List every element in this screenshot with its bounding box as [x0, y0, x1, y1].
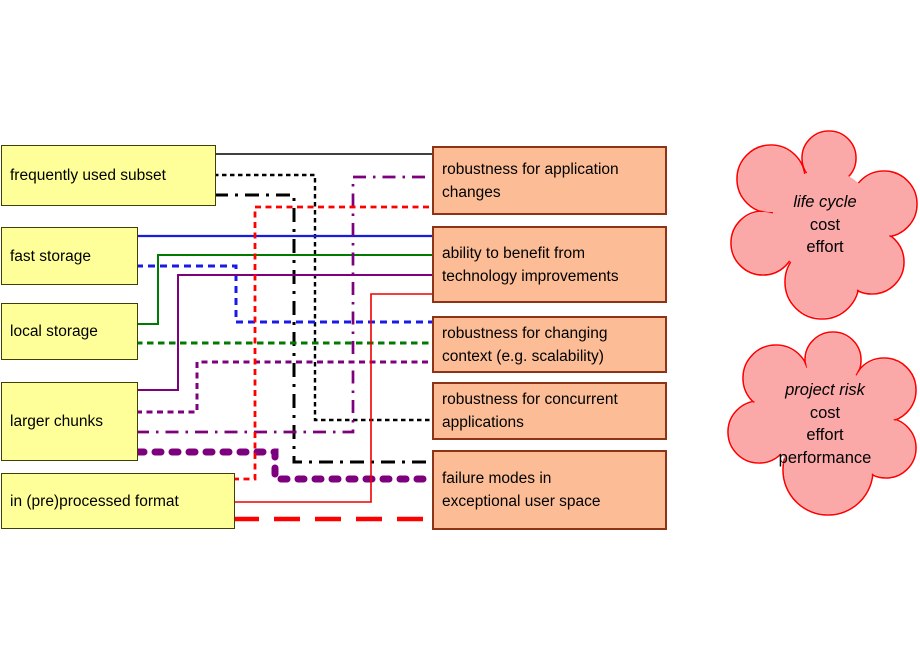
right-box-label: robustness for application changes: [442, 160, 619, 201]
right-box-label: robustness for concurrent applications: [442, 391, 618, 431]
right-box-label: failure modes in exceptional user space: [442, 470, 601, 510]
left-box-local-storage: local storage: [1, 303, 138, 360]
left-box-frequently-used-subset: frequently used subset: [1, 145, 216, 206]
conn-preprocessed-to-app-changes: [233, 205, 434, 481]
conn-larger-chunks-to-failure-modes: [134, 448, 438, 483]
right-box-concurrent-applications: robustness for concurrent applications: [432, 382, 667, 440]
cloud-title: life cycle: [793, 193, 857, 211]
right-box-technology-improvements: ability to benefit from technology impro…: [432, 226, 667, 303]
left-box-label: fast storage: [10, 247, 91, 265]
conn-local-storage-to-technology: [136, 254, 434, 325]
cloud-title: project risk: [785, 381, 865, 399]
cloud-item: performance: [778, 448, 872, 467]
conn-preprocessed-to-technology: [233, 293, 434, 503]
right-box-changing-context: robustness for changing context (e.g. sc…: [432, 316, 667, 373]
left-box-larger-chunks: larger chunks: [1, 382, 138, 461]
right-box-label: robustness for changing context (e.g. sc…: [442, 324, 608, 365]
conn-frequent-subset-to-failure-modes: [214, 193, 434, 464]
cloud-shape-life-cycle: [730, 130, 918, 320]
left-box-label: frequently used subset: [10, 167, 166, 184]
cloud-project-risk-text: project risk cost effort performance: [740, 379, 910, 469]
left-box-fast-storage: fast storage: [1, 227, 138, 285]
cloud-item: effort: [806, 238, 844, 256]
conn-frequent-subset-to-concurrent-apps: [214, 173, 434, 422]
conn-larger-chunks-to-app-changes: [136, 175, 434, 434]
cloud-item: cost: [809, 215, 841, 234]
conn-larger-chunks-to-technology: [136, 274, 434, 391]
cloud-item: effort: [806, 426, 844, 444]
left-box-label: local storage: [10, 323, 98, 340]
right-box-label: ability to benefit from technology impro…: [442, 244, 619, 285]
left-box-label: larger chunks: [10, 413, 104, 430]
cloud-item: cost: [809, 403, 841, 422]
cloud-life-cycle-text: life cycle cost effort: [740, 191, 910, 259]
conn-larger-chunks-to-changing-context: [136, 360, 434, 414]
right-box-robustness-application-changes: robustness for application changes: [432, 146, 667, 215]
left-box-label: in (pre)processed format: [10, 492, 179, 510]
conn-fast-storage-to-changing-context: [136, 264, 434, 324]
left-box-preprocessed-format: in (pre)processed format: [1, 473, 235, 529]
right-box-failure-modes: failure modes in exceptional user space: [432, 450, 667, 530]
cloud-shape-project-risk: [727, 331, 917, 516]
